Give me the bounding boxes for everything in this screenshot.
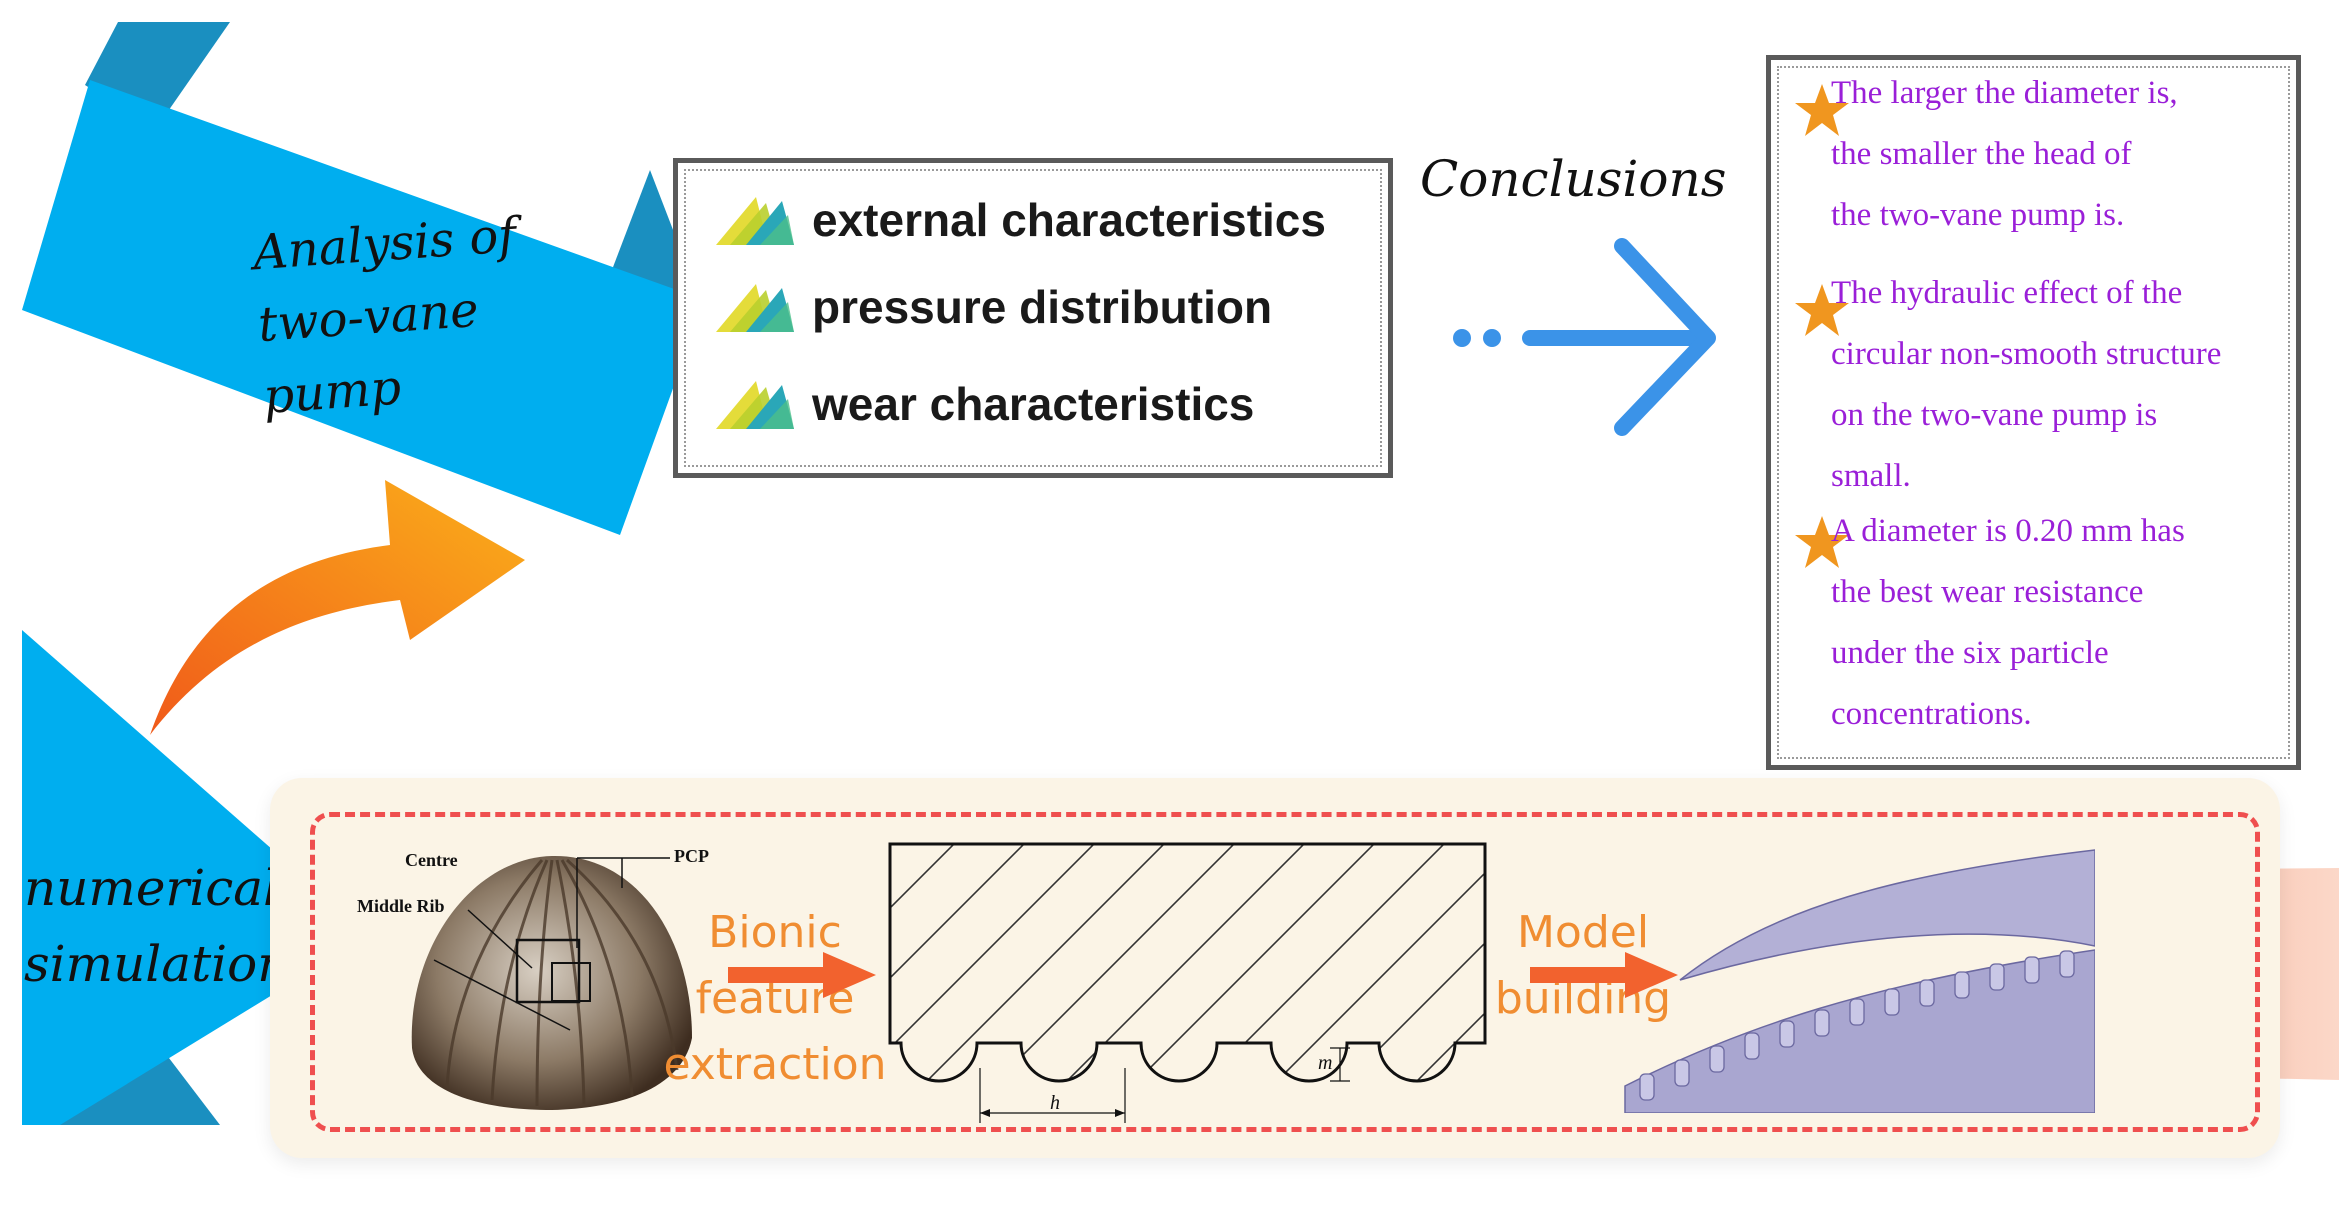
feature-label: external characteristics <box>812 194 1326 246</box>
feature-label: wear characteristics <box>812 378 1255 430</box>
shell-label-middle-rib: Middle Rib <box>357 896 445 916</box>
analysis-label: Analysis of two-vane pump <box>251 199 529 433</box>
bionic-label-line: Bionic <box>708 907 842 958</box>
vane-model-image <box>1624 849 2095 1113</box>
feature-item: wear characteristics <box>716 375 1254 433</box>
ribbon-lower <box>22 630 370 1125</box>
model-arrow <box>1530 952 1678 998</box>
model-label-line: Model <box>1516 907 1650 958</box>
dimension-label-h: h <box>1050 1092 1060 1114</box>
conclusion-item: A diameter is 0.20 mm has the best wear … <box>1831 501 2292 745</box>
feature-item: pressure distribution <box>716 278 1272 336</box>
conclusion-line: small. <box>1831 458 1911 494</box>
shell-image <box>411 855 692 1110</box>
conclusion-line: The larger the diameter is, <box>1831 75 2178 111</box>
triangle-icon <box>716 284 794 332</box>
bionic-arrow <box>728 952 876 998</box>
star-icon <box>1795 516 1849 568</box>
conclusion-line: concentrations. <box>1831 696 2032 732</box>
shell-label-centre: Centre <box>405 850 458 870</box>
dimension-label-m: m <box>1318 1052 1333 1074</box>
conclusion-item: The hydraulic effect of the circular non… <box>1831 263 2292 507</box>
bionic-label: Bionic feature extraction <box>655 900 895 1098</box>
conclusion-line: A diameter is 0.20 mm has <box>1831 513 2185 549</box>
shell-label-pcp: PCP <box>674 846 709 866</box>
conclusions-box: The larger the diameter is, the smaller … <box>1766 55 2301 770</box>
conclusion-item: The larger the diameter is, the smaller … <box>1831 63 2292 246</box>
conclusions-title: Conclusions <box>1420 150 1727 208</box>
conclusion-line: the best wear resistance <box>1831 574 2144 610</box>
numerical-label: numerical simulation <box>24 850 289 1002</box>
star-icon <box>1795 84 1849 136</box>
conclusion-line: on the two-vane pump is <box>1831 397 2158 433</box>
blue-arrow <box>1453 238 1716 436</box>
conclusion-line: the two-vane pump is. <box>1831 197 2125 233</box>
conclusion-line: the smaller the head of <box>1831 136 2132 172</box>
triangle-icon <box>716 381 794 429</box>
bionic-label-line: extraction <box>663 1039 887 1090</box>
conclusion-line: The hydraulic effect of the <box>1831 275 2183 311</box>
dashed-frame <box>310 812 2260 1132</box>
analysis-box: external characteristics pressure distri… <box>673 158 1393 478</box>
star-icon <box>1795 284 1849 336</box>
conclusion-line: under the six particle <box>1831 635 2109 671</box>
ribbon-upper <box>22 80 705 535</box>
numerical-label-line-2: simulation <box>24 935 290 993</box>
feature-label: pressure distribution <box>812 281 1273 333</box>
conclusion-line: circular non-smooth structure <box>1831 336 2222 372</box>
numerical-label-line-1: numerical <box>24 859 280 917</box>
feature-item: external characteristics <box>716 191 1326 249</box>
orange-arrow <box>150 480 525 735</box>
cross-section-drawing <box>888 842 1487 1123</box>
triangle-icon <box>716 197 794 245</box>
